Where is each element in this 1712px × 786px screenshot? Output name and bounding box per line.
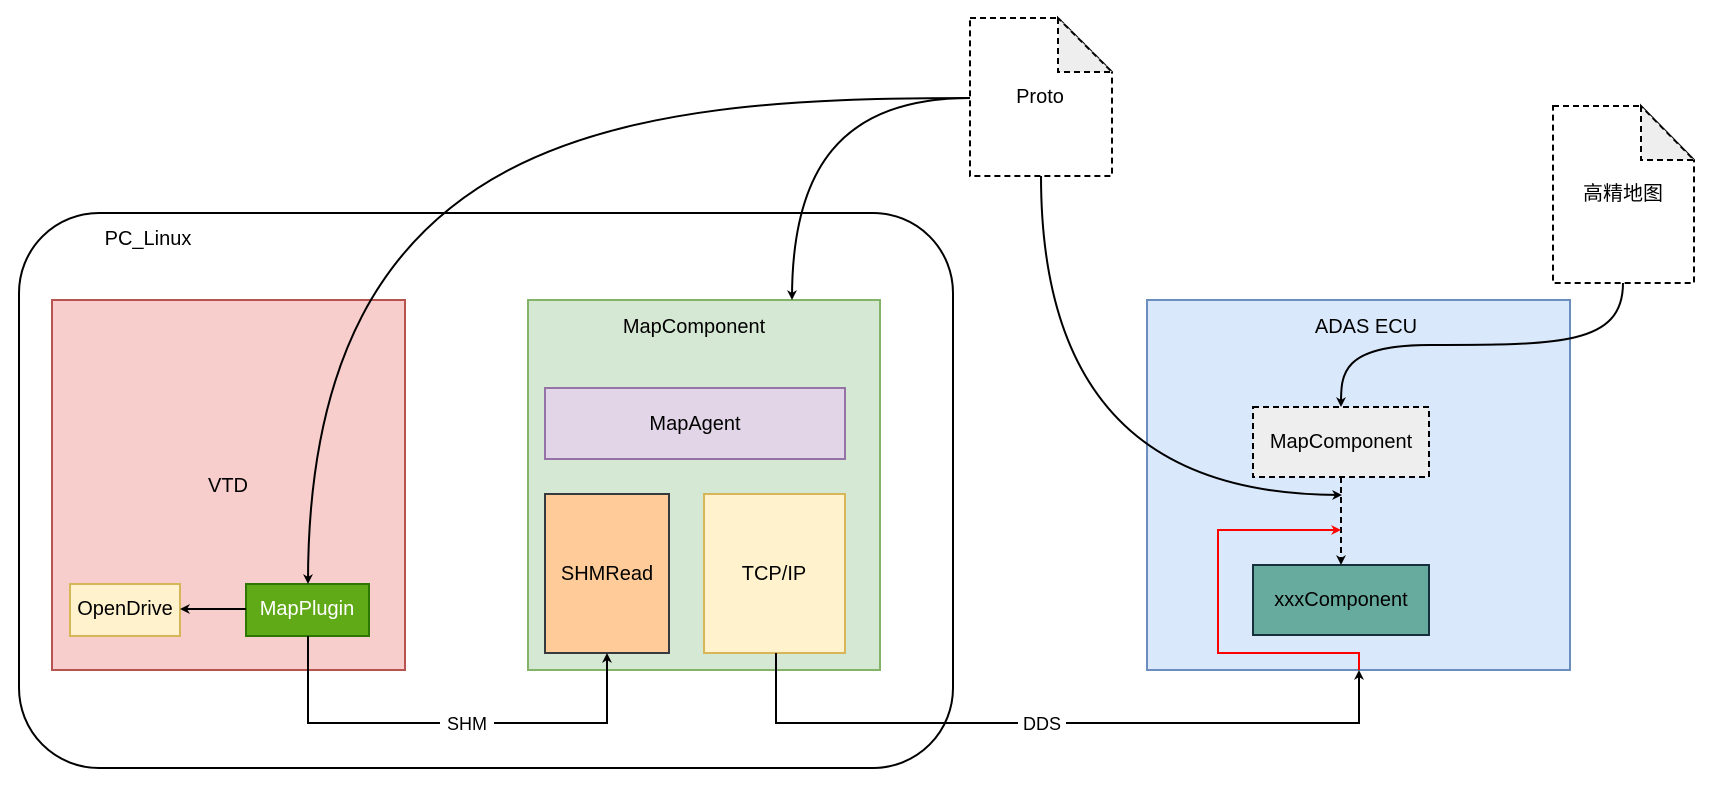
edge-hdmap-to-ecu-mapcomponent [1335,282,1624,407]
edge-shm-label: SHM [447,714,487,734]
mapplugin-label: MapPlugin [260,598,355,620]
pc-linux-label: PC_Linux [105,228,192,250]
edge-red-loop [1217,525,1360,670]
edge-dds [775,653,1364,724]
edge-proto-to-mapcomponent [787,97,971,300]
edge-proto-to-ecu [1040,175,1342,500]
mapcomponent-label: MapComponent [623,316,766,338]
proto-document[interactable]: Proto [969,15,1115,177]
edge-dds-label-bg [1018,714,1066,734]
hdmap-label: 高精地图 [1583,182,1663,205]
proto-label: Proto [1016,86,1064,108]
vtd-label: VTD [208,475,248,497]
shmread-label: SHMRead [561,563,653,585]
shmread-box[interactable]: SHMRead [544,493,670,654]
ecu-mapcomponent-label: MapComponent [1270,431,1413,453]
tcpip-label: TCP/IP [742,563,806,585]
xxxcomponent-label: xxxComponent [1274,589,1408,611]
edge-shm-label-bg [440,714,494,734]
tcpip-box[interactable]: TCP/IP [703,493,846,654]
opendrive-label: OpenDrive [77,598,173,620]
mapagent-box[interactable]: MapAgent [544,387,846,460]
mapplugin-box[interactable]: MapPlugin [245,583,370,637]
adas-ecu-label: ADAS ECU [1315,316,1417,338]
xxxcomponent-box[interactable]: xxxComponent [1252,564,1430,636]
ecu-mapcomponent-box[interactable]: MapComponent [1252,406,1430,478]
hdmap-document[interactable]: 高精地图 [1552,103,1697,284]
mapagent-label: MapAgent [649,413,741,435]
edge-dds-label: DDS [1023,714,1061,734]
edge-proto-to-mapplugin [303,97,971,584]
opendrive-box[interactable]: OpenDrive [69,583,181,637]
